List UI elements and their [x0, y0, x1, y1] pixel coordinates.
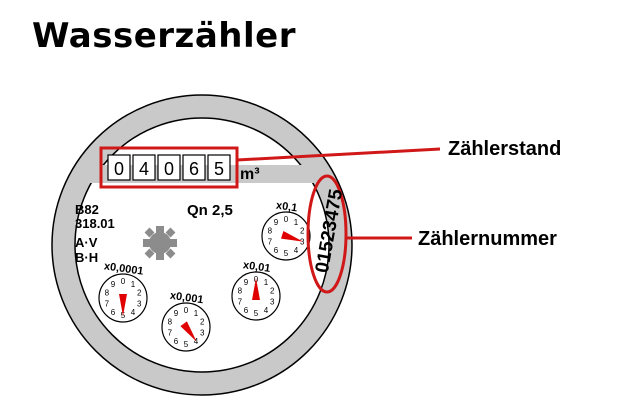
counter-digits: 0 4 0 6 5: [107, 154, 231, 181]
meter-info-line2: 318.01: [75, 216, 115, 231]
dial-number: 2: [300, 227, 305, 236]
meter-info-line4: B·H: [75, 250, 98, 265]
dial-number: 6: [174, 337, 179, 346]
dial-number: 0: [184, 306, 189, 315]
counter-digit-box: [132, 154, 156, 181]
dial-number: 3: [300, 237, 305, 246]
counter-digit: 5: [214, 159, 224, 179]
dial-number: 1: [194, 309, 199, 318]
nominal-flow-label: Qn 2,5: [187, 202, 233, 219]
dial-number: 7: [238, 297, 243, 306]
dial-number: 1: [264, 278, 269, 287]
dial-hub: [253, 293, 259, 299]
page-title: Wasserzähler: [32, 16, 296, 56]
dial-number: 9: [174, 309, 179, 318]
dial-number: 6: [111, 308, 116, 317]
dial-number: 4: [264, 306, 269, 315]
dial-number: 4: [294, 246, 299, 255]
counter-digit: 0: [114, 159, 124, 179]
dial-number: 9: [274, 218, 279, 227]
dial-number: 6: [244, 306, 249, 315]
dial-number: 0: [121, 277, 126, 286]
reading-callout-label: Zählerstand: [448, 138, 562, 160]
reading-highlight-box: [99, 146, 239, 189]
dial-number: 2: [137, 289, 142, 298]
dial-hub: [283, 233, 289, 239]
dial-number: 3: [270, 297, 275, 306]
gear-icon: [143, 226, 177, 260]
serial-highlight-ellipse: [306, 174, 348, 294]
dial-number: 8: [168, 318, 173, 327]
dial-number: 1: [294, 218, 299, 227]
serial-callout-label: Zählernummer: [418, 228, 557, 250]
dial-number: 4: [194, 337, 199, 346]
dial-number: 5: [284, 249, 289, 258]
dial-number: 2: [200, 318, 205, 327]
dial-number: 0: [254, 275, 259, 284]
dial-number: 7: [268, 237, 273, 246]
counter-digit: 0: [164, 159, 174, 179]
dial-number: 3: [137, 299, 142, 308]
counter-digit-box: [207, 154, 231, 181]
dial-multiplier-label: x0,01: [242, 259, 271, 275]
dial-number: 9: [111, 280, 116, 289]
dial-hub: [183, 324, 189, 330]
dial-number: 7: [105, 299, 110, 308]
counter-unit: m³: [240, 166, 260, 183]
dial-number: 8: [105, 289, 110, 298]
dial-number: 5: [121, 311, 126, 320]
dial-number: 3: [200, 328, 205, 337]
dial-multiplier-label: x0,001: [169, 290, 204, 307]
dial-multiplier-label: x0,0001: [103, 260, 144, 277]
reading-callout-line: [236, 147, 441, 162]
dial-number: 6: [274, 246, 279, 255]
dial-hub: [120, 295, 126, 301]
dial-number: 2: [270, 287, 275, 296]
dial-number: 0: [284, 215, 289, 224]
counter-digit: 4: [139, 159, 149, 179]
meter-info-line3: A·V: [75, 235, 98, 250]
counter-digit-box: [182, 154, 206, 181]
counter-digit-box: [157, 154, 181, 181]
dial-number: 8: [238, 287, 243, 296]
dial-number: 4: [131, 308, 136, 317]
counter-digit-box: [107, 154, 131, 181]
dial-number: 1: [131, 280, 136, 289]
dial-number: 7: [168, 328, 173, 337]
meter-info-line1: B82: [75, 202, 99, 217]
dial-number: 8: [268, 227, 273, 236]
dial-number: 5: [254, 309, 259, 318]
dial-number: 9: [244, 278, 249, 287]
dials-group: 0123456789x0,10123456789x0,010123456789x…: [98, 200, 311, 352]
dial-number: 5: [184, 340, 189, 349]
dial-multiplier-label: x0,1: [275, 200, 298, 215]
counter-digit: 6: [189, 159, 199, 179]
